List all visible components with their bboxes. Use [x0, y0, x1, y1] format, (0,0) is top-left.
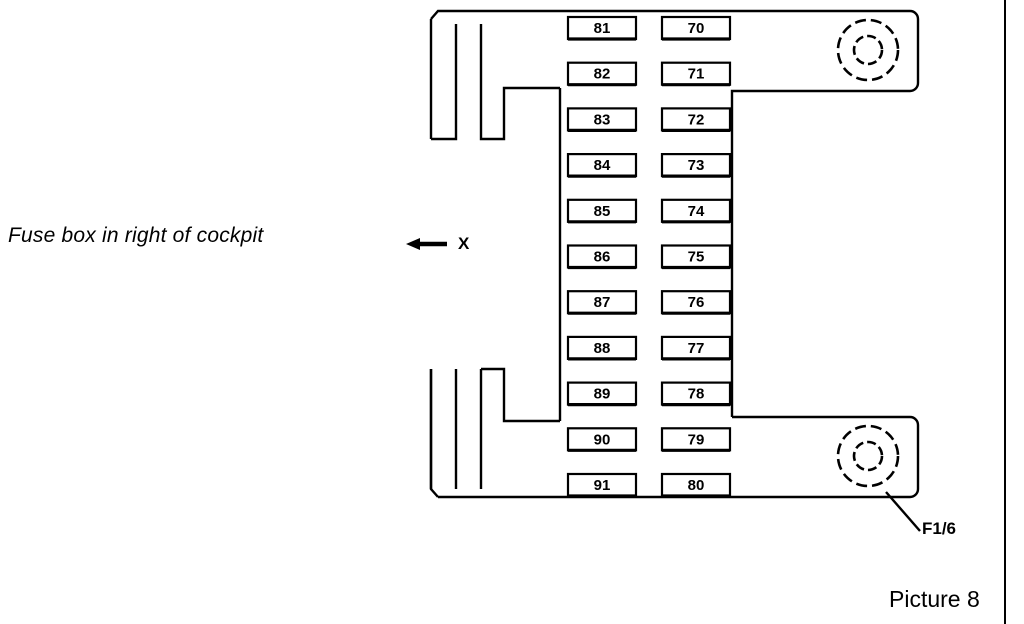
fuse-slot-84: 84	[566, 153, 638, 178]
fuse-slot-75: 75	[660, 244, 732, 270]
fuse-slot-number: 90	[594, 431, 611, 448]
fuse-slot-number: 74	[688, 203, 705, 220]
fuse-slot-number: 73	[688, 157, 705, 174]
fuse-slot-number: 87	[594, 294, 611, 311]
fuse-slot-91: 91	[566, 472, 638, 498]
callout-leader-line	[885, 491, 921, 532]
fuse-slot-number: 72	[688, 111, 705, 128]
callout-label-f16: F1/6	[922, 519, 957, 538]
fuse-slot-number: 86	[594, 249, 611, 266]
connector-slots-lower	[429, 367, 560, 489]
fuse-slot-number: 81	[594, 20, 611, 37]
fuse-slot-number: 82	[594, 66, 611, 83]
fuse-slot-82: 82	[566, 61, 638, 87]
fuse-slot-number: 89	[594, 386, 611, 403]
fuse-slot-80: 80	[660, 472, 732, 498]
fuse-slot-number: 76	[688, 294, 705, 311]
fuse-slot-number: 91	[594, 477, 611, 494]
fuse-slot-86: 86	[566, 244, 638, 270]
fuse-slot-number: 88	[594, 340, 611, 357]
fuse-slot-81: 81	[566, 15, 638, 41]
fuse-slot-83: 83	[566, 107, 638, 132]
fuse-column-right: 70 71 72 73 74 75 76 77 78 79 80	[660, 15, 732, 498]
fuse-slot-85: 85	[566, 198, 638, 224]
picture-caption: Picture 8	[889, 586, 980, 612]
fuse-slot-number: 84	[594, 157, 611, 174]
direction-arrow-icon	[406, 238, 447, 250]
mounting-hole-top-right	[836, 18, 900, 82]
fuse-slot-number: 71	[688, 66, 705, 83]
fuse-slot-87: 87	[566, 290, 638, 315]
fuse-slot-number: 77	[688, 340, 705, 357]
fuse-slot-71: 71	[660, 61, 732, 87]
fuse-slot-89: 89	[566, 381, 638, 407]
fuse-slot-number: 78	[688, 386, 705, 403]
fuse-slot-number: 80	[688, 477, 705, 494]
fuse-slot-78: 78	[660, 381, 732, 407]
fuse-slot-88: 88	[566, 335, 638, 361]
marker-x-label: X	[458, 234, 470, 253]
fuse-slot-73: 73	[660, 153, 732, 178]
fuse-slot-number: 85	[594, 203, 611, 220]
connector-slots-upper	[431, 24, 562, 421]
fuse-slot-70: 70	[660, 15, 732, 41]
fuse-slot-76: 76	[660, 290, 732, 315]
caption-fuse-box-location: Fuse box in right of cockpit	[8, 224, 264, 247]
fuse-slot-number: 75	[688, 249, 705, 266]
mounting-hole-bottom-right	[836, 424, 900, 488]
fuse-slot-number: 70	[688, 20, 705, 37]
fuse-slot-number: 79	[688, 431, 705, 448]
fuse-slot-90: 90	[566, 427, 638, 452]
fuse-slot-number: 83	[594, 111, 611, 128]
fuse-slot-74: 74	[660, 198, 732, 224]
fuse-slot-77: 77	[660, 335, 732, 361]
fuse-slot-79: 79	[660, 427, 732, 452]
fuse-slot-72: 72	[660, 107, 732, 132]
fuse-column-left: 81 82 83 84 85 86 87 88 89 90 91	[566, 15, 638, 498]
